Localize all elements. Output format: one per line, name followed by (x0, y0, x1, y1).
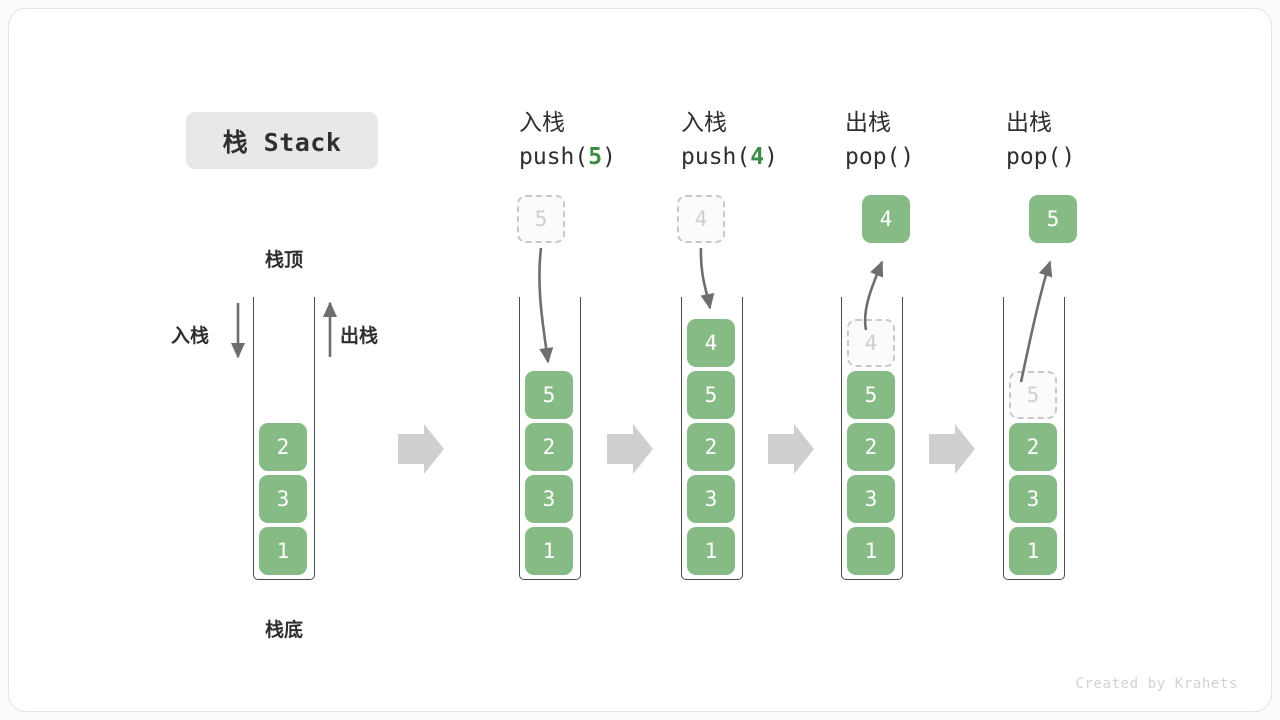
code-prefix: push( (681, 144, 751, 171)
incoming-ghost-cell: 4 (677, 195, 725, 243)
stack-cell: 1 (687, 527, 735, 575)
code-prefix: pop( (845, 144, 901, 171)
stack-container-push-5 (519, 297, 581, 580)
stage-op-code: push(5) (519, 142, 616, 173)
stage-op-code: pop() (845, 142, 914, 173)
code-suffix: ) (764, 144, 778, 171)
diagram-title-badge: 栈 Stack (186, 112, 378, 169)
stack-bottom-label: 栈底 (264, 619, 303, 641)
stack-cell: 4 (687, 319, 735, 367)
stage-op-code: push(4) (681, 142, 778, 173)
stage-header-push-5: 入栈 push(5) (519, 108, 616, 173)
credit-footer: Created by Krahets (1075, 676, 1238, 692)
stack-cell: 5 (525, 371, 573, 419)
stack-cell: 5 (847, 371, 895, 419)
stage-op-label: 入栈 (519, 110, 565, 136)
stack-cell: 2 (1009, 423, 1057, 471)
stage-op-label: 出栈 (845, 110, 891, 136)
stack-container-initial (253, 297, 315, 580)
code-suffix: ) (602, 144, 616, 171)
stack-cell: 2 (847, 423, 895, 471)
stack-cell: 1 (1009, 527, 1057, 575)
stage-header-pop-4: 出栈 pop() (845, 108, 914, 173)
stack-cell: 3 (1009, 475, 1057, 523)
stack-cell: 3 (259, 475, 307, 523)
pop-direction-label: 出栈 (340, 325, 379, 347)
stage-header-pop-5: 出栈 pop() (1006, 108, 1075, 173)
code-prefix: push( (519, 144, 589, 171)
stack-container-push-4 (681, 297, 743, 580)
stack-container-pop-5 (1003, 297, 1065, 580)
stage-op-label: 出栈 (1006, 110, 1052, 136)
stack-cell: 2 (525, 423, 573, 471)
outgoing-ghost-cell: 4 (847, 319, 895, 367)
stack-cell: 5 (687, 371, 735, 419)
code-suffix: ) (1061, 144, 1076, 171)
stack-cell: 3 (687, 475, 735, 523)
outgoing-ghost-cell: 5 (1009, 371, 1057, 419)
stage-op-code: pop() (1006, 142, 1075, 173)
stack-cell: 1 (847, 527, 895, 575)
code-suffix: ) (900, 144, 915, 171)
push-direction-label: 入栈 (171, 325, 210, 347)
stack-top-label: 栈顶 (264, 249, 303, 271)
popped-value-cell: 5 (1029, 195, 1077, 243)
stack-container-pop-4 (841, 297, 903, 580)
stack-cell: 3 (525, 475, 573, 523)
stack-cell: 2 (687, 423, 735, 471)
code-arg: 4 (750, 144, 765, 171)
incoming-ghost-cell: 5 (517, 195, 565, 243)
stage-header-push-4: 入栈 push(4) (681, 108, 778, 173)
stack-cell: 1 (525, 527, 573, 575)
stack-cell: 2 (259, 423, 307, 471)
code-arg: 5 (588, 144, 603, 171)
stack-cell: 1 (259, 527, 307, 575)
popped-value-cell: 4 (862, 195, 910, 243)
stack-cell: 3 (847, 475, 895, 523)
stage-op-label: 入栈 (681, 110, 727, 136)
code-prefix: pop( (1006, 144, 1062, 171)
